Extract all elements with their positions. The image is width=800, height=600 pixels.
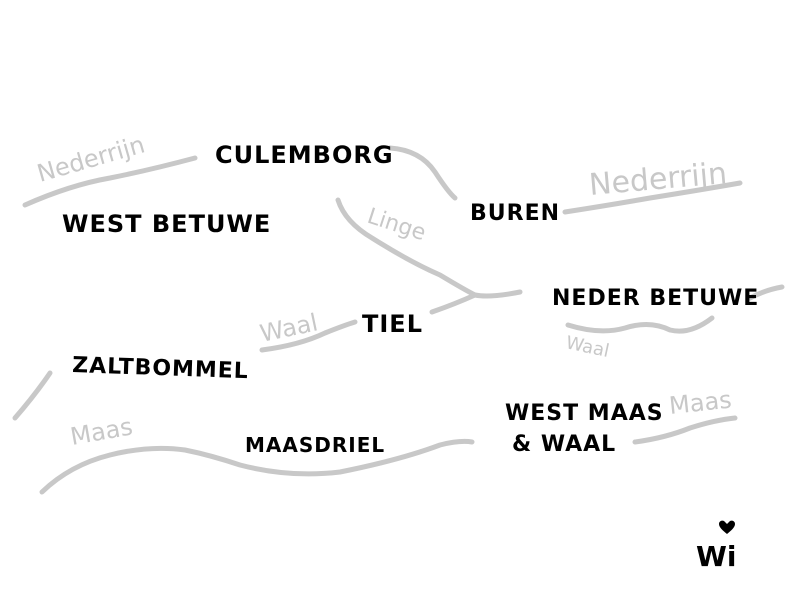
waal-river-east (565, 315, 715, 334)
town-label-maasdriel: MAASDRIEL (245, 433, 385, 457)
river-label-nederrijn-west: Nederrijn (34, 130, 148, 187)
nederrijn-river-center (387, 145, 458, 201)
linge-river (335, 197, 523, 299)
river-label-nederrijn-east: Nederrijn (588, 156, 729, 203)
town-label-and-waal: & WAAL (512, 432, 616, 457)
heart-icon (719, 520, 735, 534)
town-label-west-betuwe: WEST BETUWE (62, 210, 271, 238)
town-label-buren: BUREN (470, 201, 560, 226)
town-label-culemborg: CULEMBORG (215, 141, 394, 169)
waal-river-center (259, 319, 358, 353)
town-labels: CULEMBORG WEST BETUWE BUREN TIEL NEDER B… (62, 141, 759, 457)
town-label-tiel: TIEL (362, 310, 423, 338)
waal-river-west (12, 370, 53, 421)
waal-river-far-east (747, 284, 785, 301)
river-label-maas-west: Maas (68, 412, 135, 450)
nederrijn-river-east (562, 180, 743, 215)
signature: Wi (696, 520, 736, 573)
river-label-maas-east: Maas (668, 386, 733, 420)
river-label-waal-center: Waal (257, 308, 320, 348)
town-label-neder-betuwe: NEDER BETUWE (552, 286, 759, 311)
signature-text: Wi (696, 540, 736, 573)
linge-branch (429, 292, 478, 315)
river-label-waal-east: Waal (564, 332, 611, 362)
maas-river-east (632, 415, 738, 445)
rivers (12, 145, 785, 495)
maas-river-west (39, 438, 475, 495)
nederrijn-river-west (22, 155, 198, 208)
town-label-zaltbommel: ZALTBOMMEL (72, 353, 249, 384)
town-label-west-maas: WEST MAAS (505, 401, 664, 426)
